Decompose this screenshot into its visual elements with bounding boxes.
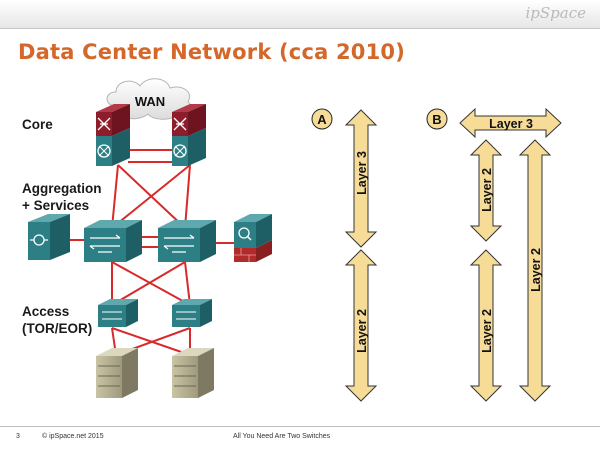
- option-a-layer3-arrow: Layer 3: [344, 109, 378, 248]
- option-a-layer2-arrow: Layer 2: [344, 249, 378, 402]
- core-router-right: [172, 104, 206, 166]
- option-b-layer2-tall-arrow: Layer 2: [518, 139, 552, 402]
- tor-eor-label: (TOR/EOR): [22, 321, 93, 336]
- option-a-layer3-label: Layer 3: [355, 151, 369, 195]
- presentation-title: All You Need Are Two Switches: [233, 433, 331, 440]
- firewall-device: [234, 214, 272, 262]
- core-router-left: [96, 104, 130, 166]
- footer-divider: [0, 426, 600, 427]
- access-switch-right: [172, 299, 212, 327]
- server-left: [96, 348, 138, 398]
- option-b-layer2-lower-arrow: Layer 2: [469, 249, 503, 402]
- option-b-layer2-upper-arrow: Layer 2: [469, 139, 503, 242]
- option-b-layer3-arrow: Layer 3: [459, 107, 562, 139]
- option-b-layer2-upper-label: Layer 2: [480, 168, 494, 212]
- core-label: Core: [22, 117, 53, 132]
- brand-logo: ipSpace: [525, 4, 587, 22]
- server-right: [172, 348, 214, 398]
- services-label: + Services: [22, 198, 90, 213]
- service-appliance: [28, 214, 70, 260]
- access-label: Access: [22, 304, 70, 319]
- option-b-badge: B: [426, 108, 448, 130]
- copyright: © ipSpace.net 2015: [42, 433, 104, 440]
- option-a-layer2-label: Layer 2: [355, 309, 369, 353]
- option-a-badge: A: [311, 108, 333, 130]
- slide-title: Data Center Network (cca 2010): [18, 40, 406, 64]
- svg-text:A: A: [317, 112, 327, 127]
- page-number: 3: [16, 433, 20, 440]
- wan-label: WAN: [135, 94, 165, 109]
- aggregation-label: Aggregation: [22, 181, 102, 196]
- top-bar: ipSpace: [0, 0, 600, 29]
- option-b-layer2-tall-label: Layer 2: [529, 248, 543, 292]
- aggregation-switch-left: [84, 220, 142, 262]
- aggregation-switch-right: [158, 220, 216, 262]
- option-b-layer3-label: Layer 3: [489, 117, 533, 131]
- access-switch-left: [98, 299, 138, 327]
- svg-text:B: B: [432, 112, 441, 127]
- option-b-layer2-lower-label: Layer 2: [480, 309, 494, 353]
